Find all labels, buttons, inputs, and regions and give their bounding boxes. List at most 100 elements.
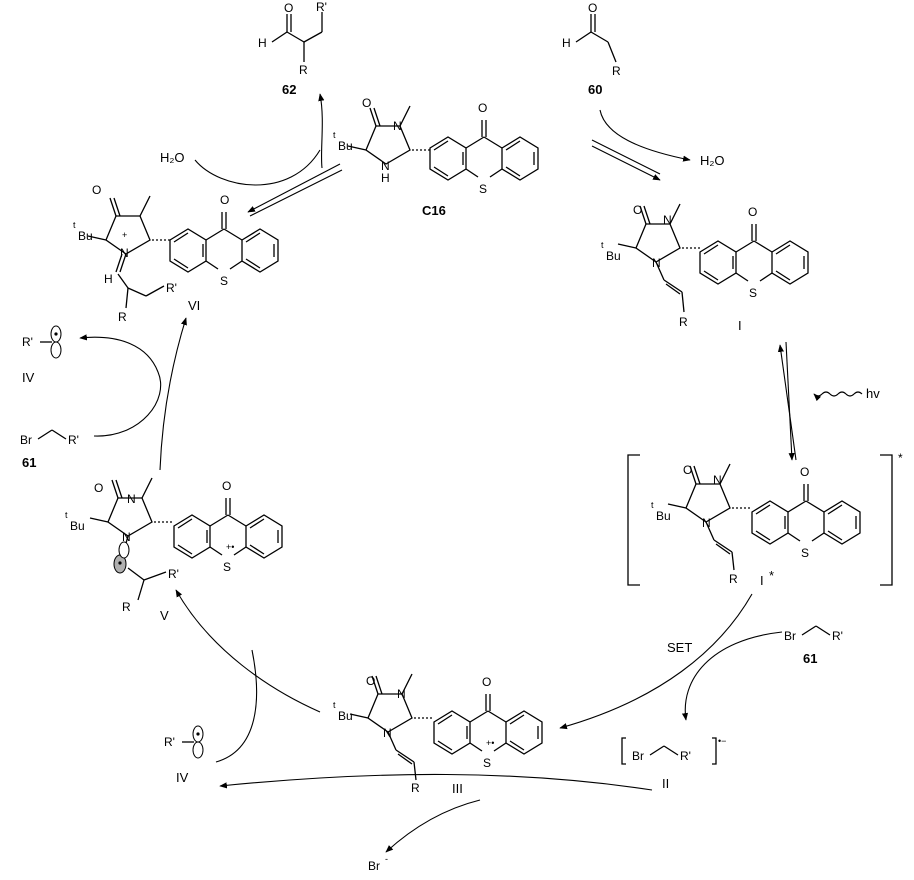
label-IV-top: IV xyxy=(22,370,35,385)
atom-n: N xyxy=(713,473,722,487)
compound-VI: O N + t Bu H R R' O S VI xyxy=(73,183,279,324)
atom-o: O xyxy=(478,101,487,115)
arrow-c16-to-I xyxy=(591,145,661,181)
arrow-III-to-V xyxy=(175,589,321,713)
arrow-I-to-c16 xyxy=(591,139,661,175)
label-V: V xyxy=(160,608,169,623)
compound-60: O H R 60 xyxy=(562,1,621,97)
tbu-t: t xyxy=(651,500,654,510)
atom-r: R xyxy=(299,63,308,77)
atom-rp: R' xyxy=(166,281,177,295)
atom-s: S xyxy=(479,182,487,196)
label-61-left: 61 xyxy=(22,455,36,470)
tbu: Bu xyxy=(78,229,93,243)
atom-rp: R' xyxy=(164,735,175,749)
label-VI: VI xyxy=(188,298,200,313)
compound-IV-top: R' IV xyxy=(22,325,62,385)
arrow-IV-into-V xyxy=(215,649,258,763)
atom-n: N xyxy=(702,516,711,530)
bracket-star: * xyxy=(898,451,903,465)
arrow-water-in xyxy=(194,149,321,186)
atom-h: H xyxy=(104,272,113,286)
atom-n: N xyxy=(381,159,390,173)
atom-n: N xyxy=(652,256,661,270)
atom-o: O xyxy=(800,465,809,479)
atom-n: N xyxy=(663,213,672,227)
compound-IV-bottom: R' IV xyxy=(164,725,204,785)
water-left: H₂O xyxy=(160,150,185,165)
arrow-Istar-to-III xyxy=(559,593,753,730)
atom-n: N xyxy=(120,246,129,260)
atom-s: S xyxy=(223,560,231,574)
label-62: 62 xyxy=(282,82,296,97)
atom-rp: R' xyxy=(68,433,79,447)
compound-I: O N N t Bu R O S I xyxy=(601,203,809,333)
tbu: Bu xyxy=(70,519,85,533)
label-60: 60 xyxy=(588,82,602,97)
compound-61-left: Br R' 61 xyxy=(20,429,79,470)
atom-n: N xyxy=(393,119,402,133)
tbu-t: t xyxy=(333,130,336,140)
atom-h: H xyxy=(258,36,267,50)
atom-br: Br xyxy=(20,433,32,447)
label-IV-bottom: IV xyxy=(176,770,189,785)
label-III: III xyxy=(452,781,463,796)
water-right: H₂O xyxy=(700,153,725,168)
atom-n: N xyxy=(397,687,406,701)
atom-rp: R' xyxy=(168,567,179,581)
radical-cation: +• xyxy=(486,738,494,748)
tbu-t: t xyxy=(65,510,68,520)
label-I-star-sup: * xyxy=(769,568,774,583)
label-c16: C16 xyxy=(422,203,446,218)
atom-rp: R' xyxy=(22,335,33,349)
atom-o: O xyxy=(482,675,491,689)
arrow-to-62 xyxy=(318,93,325,169)
tbu: Bu xyxy=(656,509,671,523)
atom-r: R xyxy=(679,315,688,329)
tbu: Bu xyxy=(606,249,621,263)
arrow-VI-to-c16 xyxy=(249,169,343,217)
arrow-Istar-to-I xyxy=(777,344,797,461)
radical-cation: +• xyxy=(226,542,234,552)
arrow-61-to-IV xyxy=(79,334,162,437)
atom-o: O xyxy=(94,481,103,495)
atom-o: O xyxy=(748,205,757,219)
compound-I-star: * O N N t Bu R O S I * xyxy=(627,451,903,588)
tbu-t: t xyxy=(333,700,336,710)
atom-r: R xyxy=(118,310,127,324)
atom-n: N xyxy=(383,726,392,740)
compound-V: O N N t Bu R R' O S +• V xyxy=(65,477,283,623)
atom-br: Br xyxy=(632,749,644,763)
bromide-charge: - xyxy=(385,854,388,864)
atom-s: S xyxy=(801,546,809,560)
set-label: SET xyxy=(667,640,692,655)
atom-o: O xyxy=(222,479,231,493)
tbu: Bu xyxy=(338,709,353,723)
atom-o: O xyxy=(362,96,371,110)
atom-h: H xyxy=(562,36,571,50)
atom-rp: R' xyxy=(680,749,691,763)
arrow-I-to-Istar xyxy=(785,341,795,461)
atom-r: R xyxy=(612,64,621,78)
atom-o: O xyxy=(633,203,642,217)
compound-62: O H R R' 62 xyxy=(258,0,327,97)
compound-III: O N N t Bu R O S +• III xyxy=(333,673,543,796)
compound-61-right: Br R' 61 xyxy=(784,625,843,666)
arrow-to-bromide xyxy=(385,799,481,853)
label-61-right: 61 xyxy=(803,651,817,666)
atom-n: N xyxy=(122,530,131,544)
arrow-II-to-IV xyxy=(219,773,653,791)
label-I: I xyxy=(738,318,742,333)
atom-o: O xyxy=(366,674,375,688)
atom-s: S xyxy=(220,274,228,288)
arrow-61-to-II xyxy=(681,631,783,721)
atom-rp: R' xyxy=(316,0,327,14)
arrow-light xyxy=(813,391,863,402)
atom-o: O xyxy=(92,183,101,197)
radical-anion: •− xyxy=(718,736,726,746)
atom-r: R xyxy=(729,572,738,586)
atom-br: Br xyxy=(784,629,796,643)
tbu: Bu xyxy=(338,139,353,153)
label-I-star: I xyxy=(760,573,764,588)
